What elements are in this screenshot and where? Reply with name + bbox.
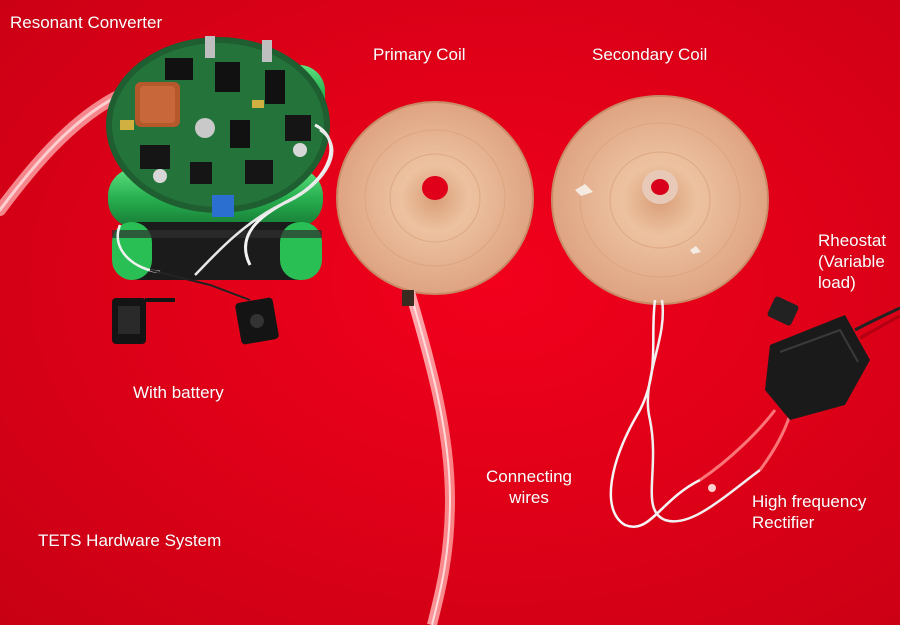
label-connecting-wires: Connecting wires [486, 467, 573, 507]
resonant-converter-board [106, 36, 330, 217]
switch-connectors [112, 297, 279, 345]
label-secondary-coil: Secondary Coil [592, 45, 708, 64]
label-resonant-converter: Resonant Converter [10, 13, 163, 32]
label-high-frequency-rectifier: High frequency Rectifier [752, 492, 867, 532]
label-tets-hardware-system: TETS Hardware System [38, 531, 222, 550]
secondary-coil [551, 95, 769, 305]
rheostat-load [765, 296, 900, 420]
primary-coil [336, 101, 534, 295]
label-primary-coil: Primary Coil [373, 45, 466, 64]
label-with-battery: With battery [133, 383, 224, 402]
left-tube [0, 89, 126, 216]
label-rheostat: Rheostat (Variable load) [818, 231, 887, 292]
